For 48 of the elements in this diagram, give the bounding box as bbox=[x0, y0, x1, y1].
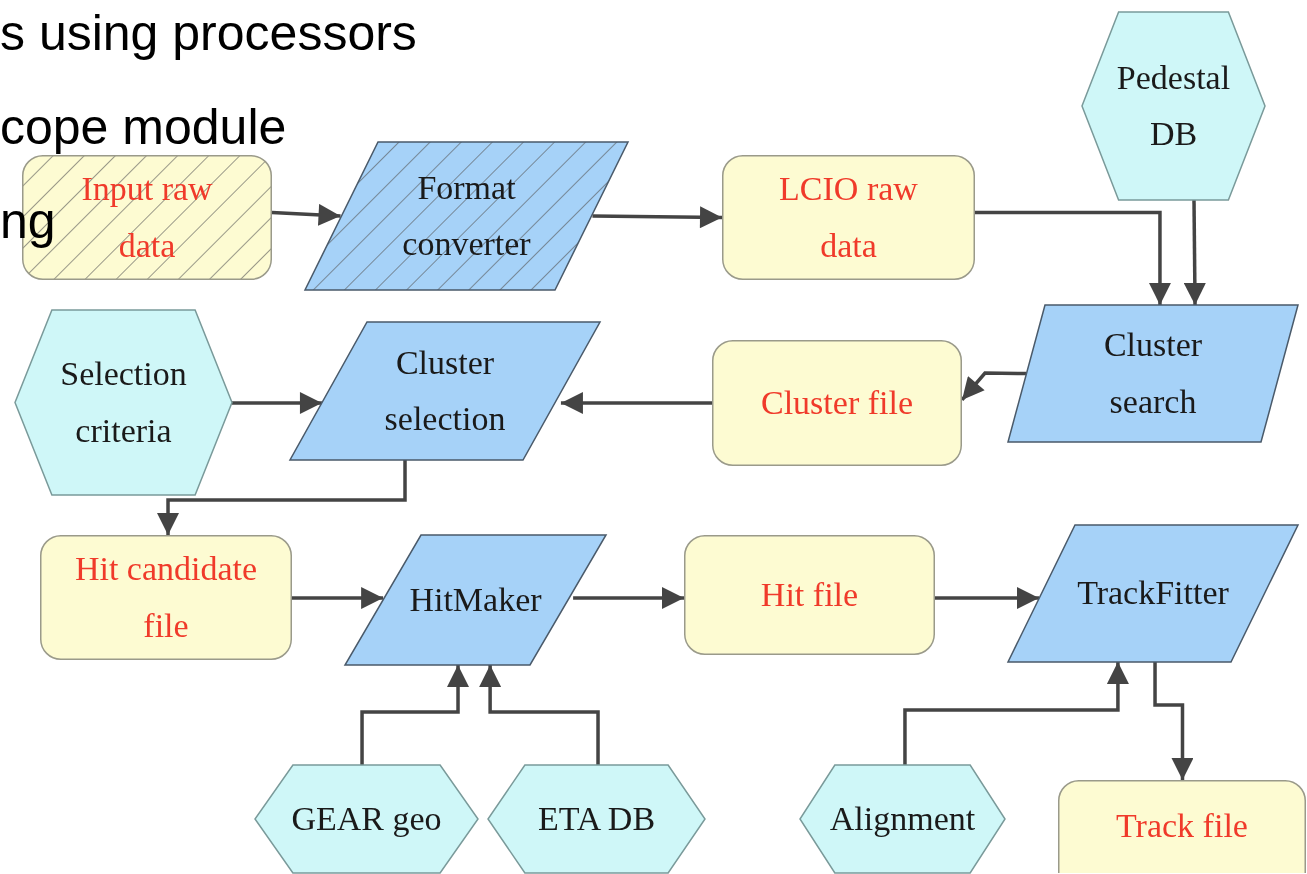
arrow bbox=[573, 587, 684, 609]
data-box bbox=[712, 340, 962, 466]
arrow bbox=[271, 203, 341, 226]
input-hexagon bbox=[800, 765, 1005, 873]
node-label: Hit candidate file bbox=[73, 549, 259, 646]
arrow bbox=[935, 587, 1040, 609]
node-label: Input raw data bbox=[80, 169, 214, 266]
arrow bbox=[592, 206, 722, 229]
process-parallelogram bbox=[345, 535, 606, 665]
node-label: Track file bbox=[1115, 806, 1249, 847]
node-label: Cluster file bbox=[760, 382, 914, 423]
arrow bbox=[157, 460, 407, 535]
node-label: ETA DB bbox=[536, 798, 657, 839]
arrow bbox=[479, 665, 600, 765]
process-parallelogram bbox=[1008, 525, 1298, 662]
data-box bbox=[722, 155, 975, 280]
data-box bbox=[1058, 780, 1306, 873]
arrow bbox=[292, 587, 384, 610]
arrow bbox=[903, 662, 1129, 765]
node-label: Cluster search bbox=[1102, 325, 1204, 422]
node-label: Selection criteria bbox=[59, 354, 188, 451]
slide-text: ng bbox=[0, 196, 56, 246]
node-label: Cluster selection bbox=[383, 342, 507, 439]
node-label: Format converter bbox=[401, 167, 532, 264]
process-parallelogram bbox=[305, 142, 628, 290]
data-box bbox=[684, 535, 935, 655]
node-label: TrackFitter bbox=[1076, 573, 1230, 614]
arrow bbox=[1183, 200, 1206, 305]
input-hexagon bbox=[15, 310, 232, 495]
node-label: HitMaker bbox=[408, 579, 543, 620]
arrow bbox=[232, 392, 322, 414]
arrow bbox=[560, 392, 712, 414]
process-parallelogram bbox=[1008, 305, 1298, 442]
database-hexagon bbox=[1082, 12, 1265, 200]
node-label: Pedestal DB bbox=[1115, 57, 1232, 154]
slide-text: s using processors bbox=[0, 8, 417, 58]
input-hexagon bbox=[488, 765, 705, 873]
node-label: GEAR geo bbox=[290, 798, 443, 839]
node-label: Alignment bbox=[828, 798, 977, 839]
node-label: LCIO raw data bbox=[778, 169, 919, 266]
arrow bbox=[975, 210, 1171, 305]
arrow bbox=[360, 665, 469, 765]
data-box bbox=[40, 535, 292, 660]
process-parallelogram bbox=[290, 322, 600, 460]
input-hexagon bbox=[255, 765, 478, 873]
arrow bbox=[1153, 662, 1194, 780]
slide-text: cope module bbox=[0, 102, 287, 152]
node-label: Hit file bbox=[759, 574, 860, 615]
